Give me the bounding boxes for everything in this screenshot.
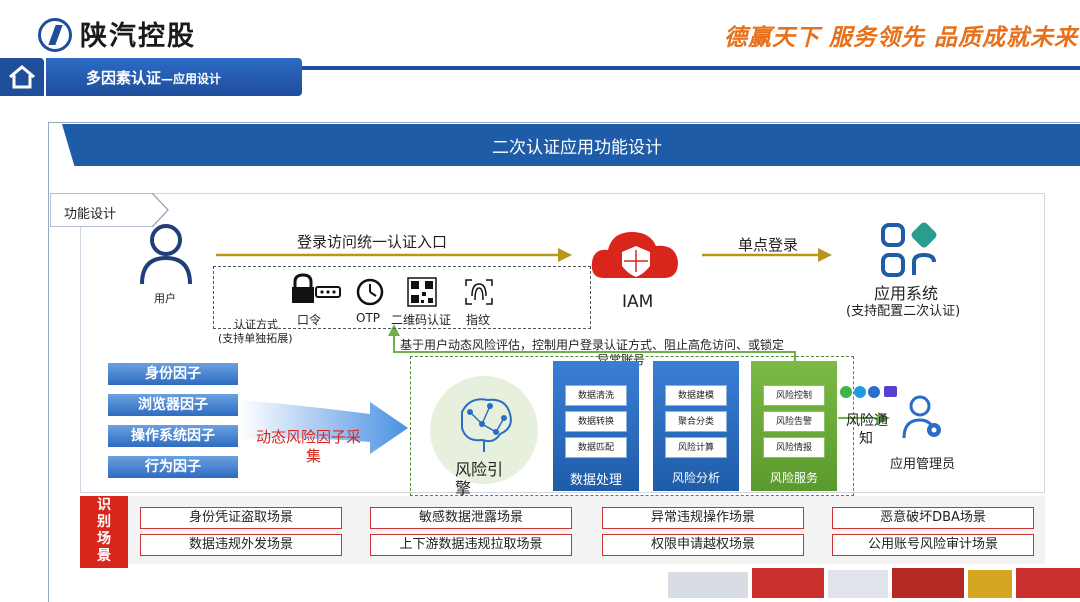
risk-notify-label: 风险通 (846, 413, 888, 429)
company-logo-icon (38, 18, 72, 52)
risk-engine-brain-icon (430, 376, 538, 484)
header-divider (300, 66, 1080, 70)
fingerprint-icon (465, 279, 493, 305)
factor-collect-label-line2: 集 (306, 447, 322, 465)
notify-arrow (838, 412, 890, 424)
iam-cloud-icon (591, 232, 678, 278)
scene-section-label: 识别场景 (80, 496, 128, 568)
function-tab-shape (50, 193, 170, 227)
app-admin-icon (902, 395, 941, 439)
home-icon (9, 65, 35, 89)
iam-label: IAM (622, 292, 654, 312)
sso-label: 单点登录 (738, 236, 799, 254)
factor-os: 操作系统因子 (108, 425, 238, 447)
section-title: 多因素认证—应用设计 (46, 58, 302, 96)
column-item: 风险告警 (763, 411, 825, 432)
user-label: 用户 (154, 292, 176, 305)
factor-collect-label: 动态风险因子采 (256, 428, 362, 446)
column-title: 数据处理 (569, 473, 622, 488)
column-risk-analysis: 数据建模 聚合分类 风险计算 风险分析 (653, 361, 739, 491)
risk-engine-box (410, 356, 854, 496)
factor-identity: 身份因子 (108, 363, 238, 385)
auth-method-fingerprint: 指纹 (466, 313, 491, 327)
risk-feedback-arrow (388, 324, 796, 362)
scene-item: 恶意破坏DBA场景 (832, 507, 1034, 529)
company-slogan: 德赢天下 服务领先 品质成就未来 (723, 25, 1078, 51)
scene-item: 上下游数据违规拉取场景 (370, 534, 572, 556)
scene-item: 公用账号风险审计场景 (832, 534, 1034, 556)
notify-channel-icons (840, 386, 897, 398)
scene-item: 权限申请越权场景 (602, 534, 804, 556)
home-button[interactable] (0, 58, 44, 96)
login-entry-label: 登录访问统一认证入口 (297, 233, 448, 251)
scene-item: 数据违规外发场景 (140, 534, 342, 556)
factor-behavior: 行为因子 (108, 456, 238, 478)
column-item: 风险计算 (665, 437, 727, 458)
scene-item: 身份凭证盗取场景 (140, 507, 342, 529)
auth-method-password: 口令 (297, 313, 322, 327)
column-item: 数据建模 (665, 385, 727, 406)
auth-methods-note: (支持单独拓展) (218, 332, 293, 345)
column-item: 风险控制 (763, 385, 825, 406)
auth-methods-box (213, 266, 591, 329)
risk-feedback-text: 基于用户动态风险评估，控制用户登录认证方式、阻止高危访问、或锁定 (400, 338, 785, 352)
column-item: 数据转换 (565, 411, 627, 432)
column-item: 聚合分类 (665, 411, 727, 432)
column-item: 数据清洗 (565, 385, 627, 406)
company-name: 陕汽控股 (80, 21, 196, 52)
scene-item: 敏感数据泄露场景 (370, 507, 572, 529)
auth-method-otp: OTP (356, 311, 381, 325)
risk-engine-label-line2: 擎 (455, 479, 472, 498)
column-data-processing: 数据清洗 数据转换 数据匹配 数据处理 (553, 361, 639, 491)
app-system-label: 应用系统 (874, 284, 939, 303)
qr-code-icon (407, 277, 437, 307)
otp-clock-icon (356, 278, 384, 306)
app-system-note: (支持配置二次认证) (846, 304, 961, 319)
auth-methods-label: 认证方式 (234, 318, 278, 331)
function-tab-label: 功能设计 (64, 207, 117, 222)
column-item: 数据匹配 (565, 437, 627, 458)
column-title: 风险分析 (671, 471, 720, 485)
user-icon (140, 224, 192, 285)
factor-browser: 浏览器因子 (108, 394, 238, 416)
auth-method-qrcode: 二维码认证 (391, 313, 452, 327)
factor-collect-arrow (240, 400, 408, 454)
risk-notify-label-line2: 知 (859, 431, 873, 447)
password-lock-icon (292, 273, 341, 303)
diagram-title: 二次认证应用功能设计 (62, 124, 1080, 166)
column-item: 风险情报 (763, 437, 825, 458)
column-risk-service: 风险控制 风险告警 风险情报 风险服务 (751, 361, 837, 491)
scene-item: 异常违规操作场景 (602, 507, 804, 529)
sso-arrow (702, 248, 832, 262)
truck-photo-decoration (668, 568, 1080, 598)
risk-engine-label: 风险引 (455, 460, 504, 479)
column-title: 风险服务 (769, 471, 818, 485)
app-system-icon (881, 222, 937, 277)
app-admin-label: 应用管理员 (890, 457, 956, 472)
content-panel (48, 122, 1080, 602)
login-arrow (216, 248, 572, 262)
